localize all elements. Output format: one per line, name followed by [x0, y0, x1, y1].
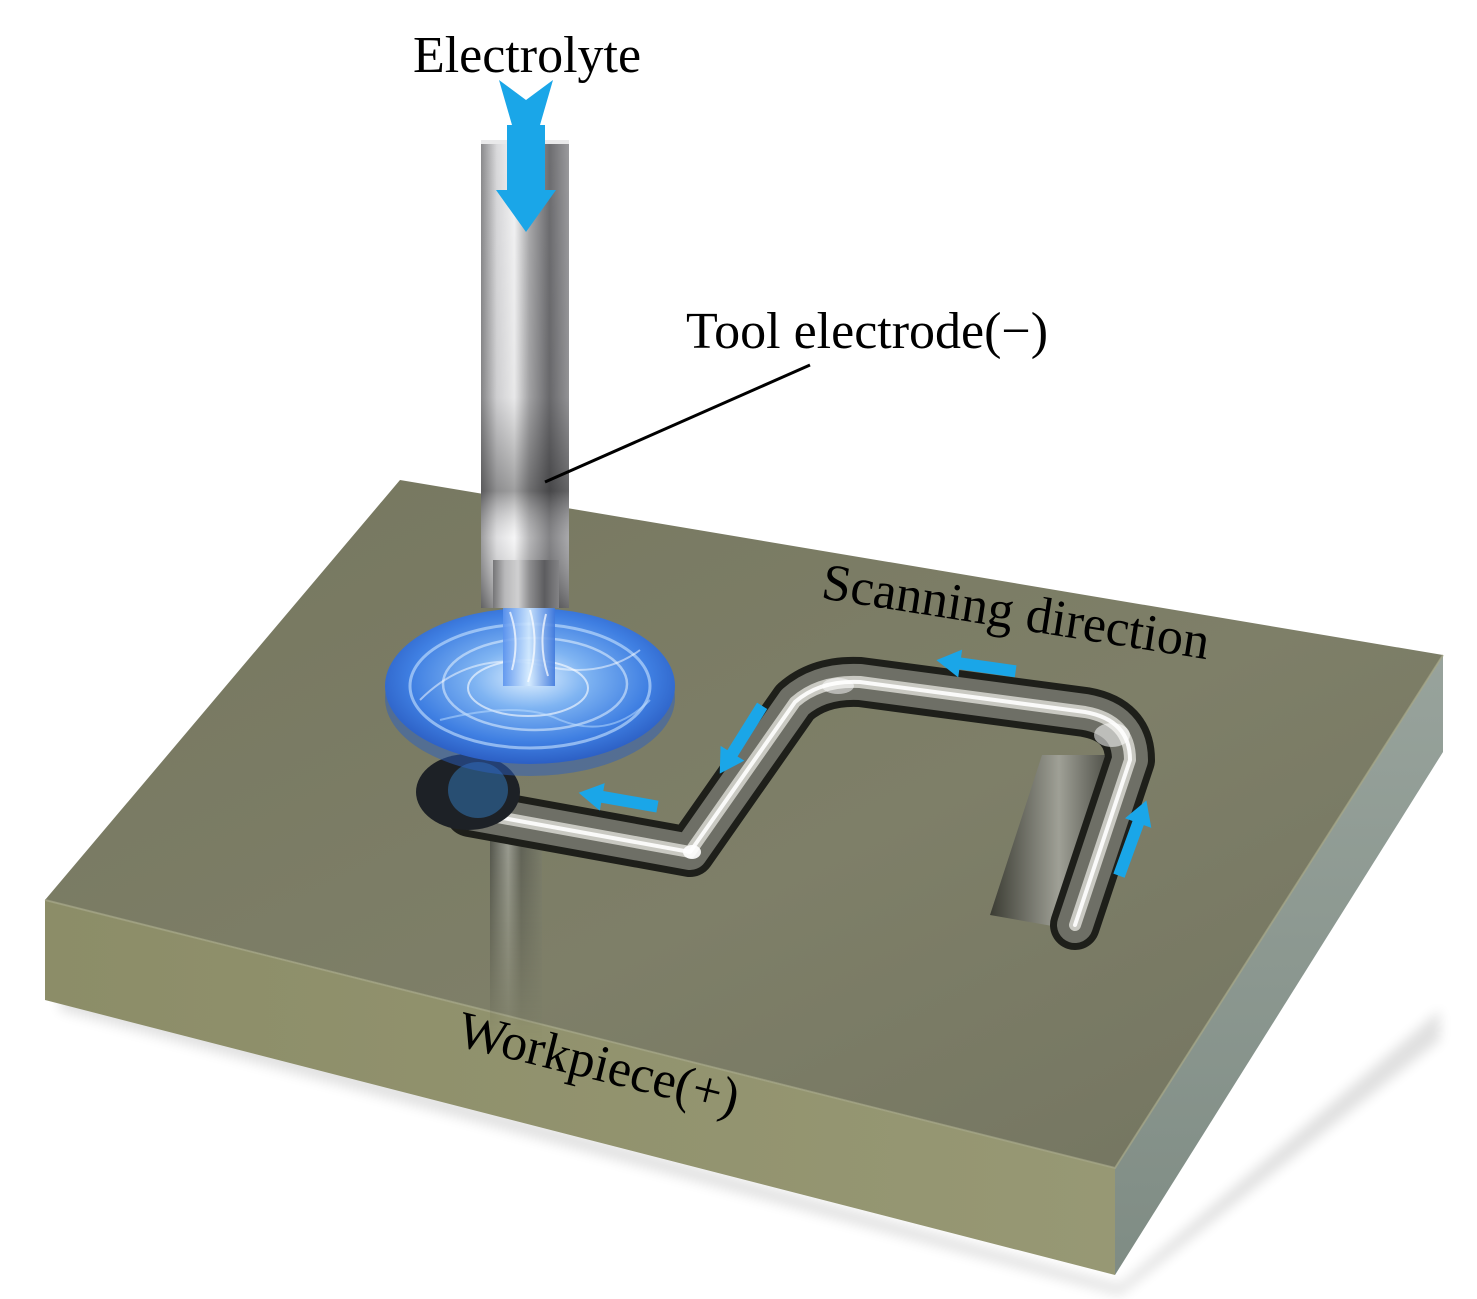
- scan-arrow-1: [578, 783, 659, 813]
- workpiece-front-face: [45, 900, 1115, 1275]
- electrolyte-inlet-down-arrow-icon: [496, 80, 556, 232]
- electrode-reflection: [490, 840, 542, 1040]
- tool-electrode-leader-line: [544, 363, 811, 484]
- workpiece-side-face: [1115, 655, 1443, 1275]
- scanning-direction-arrows: [578, 649, 1152, 878]
- workpiece-edge-highlight: [44, 654, 1444, 1170]
- groove-highlight-bend: [683, 845, 701, 859]
- scan-arrow-4: [1113, 800, 1152, 878]
- electrolyte-pool: [385, 606, 675, 776]
- machined-groove: [416, 656, 1155, 950]
- groove-highlight-corner: [1094, 723, 1130, 747]
- workpiece-top-face: [45, 480, 1443, 1168]
- scan-arrow-3: [936, 649, 1017, 678]
- electrolyte-label: Electrolyte: [413, 27, 641, 84]
- groove-highlight-top: [822, 678, 854, 694]
- tool-electrode-label: Tool electrode(−): [686, 303, 1048, 360]
- scan-arrow-2: [719, 702, 768, 774]
- workpiece: [44, 480, 1444, 1295]
